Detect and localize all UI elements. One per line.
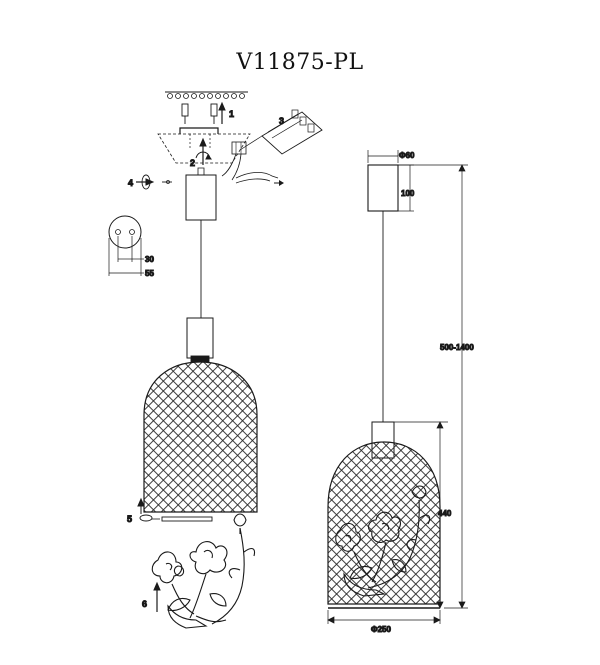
wall-anchors [181,103,218,124]
canopy-height-dimension [398,164,414,212]
terminal-block-detail [221,109,323,181]
lamp-holder [186,317,214,363]
step-2-label: 2 [190,158,195,168]
ceiling-screws [165,91,248,99]
canopy-height-label: 100 [401,189,415,198]
mesh-shade [143,361,258,513]
canopy-diameter-dimension [367,150,399,163]
canopy-diameter-label: Φ60 [399,151,415,160]
canopy [185,174,217,221]
step-5-label: 5 [127,514,132,524]
mounting-plate [108,215,144,276]
step-6-arrow [153,581,161,612]
step-6-label: 6 [142,599,147,609]
flower-insert [151,513,256,629]
step-3-label: 3 [279,116,284,126]
assembly-view: 1 2 [108,91,323,629]
dimension-view: Φ60 100 [327,150,475,635]
step-5-ring [137,497,213,522]
total-height-label: 500-1400 [440,343,474,352]
step-1-arrow [218,101,226,124]
supply-wires [235,172,279,184]
shade-diameter-dimension [327,610,441,624]
step-2-arrow [195,137,212,165]
step-1-label: 1 [229,109,234,119]
shade-height-dimension [394,421,448,609]
flower-decoration [335,485,431,597]
shade-diameter-label: Φ250 [371,625,391,634]
total-height-dimension [398,164,468,609]
shade-height-label: 440 [438,509,452,518]
plate-dim-outer: 55 [145,269,154,278]
model-title: V11875-PL [236,50,364,75]
step-4-screw [136,174,172,190]
plate-dim-inner: 30 [145,255,154,264]
canopy-side [367,164,399,212]
step-4-label: 4 [128,178,133,188]
